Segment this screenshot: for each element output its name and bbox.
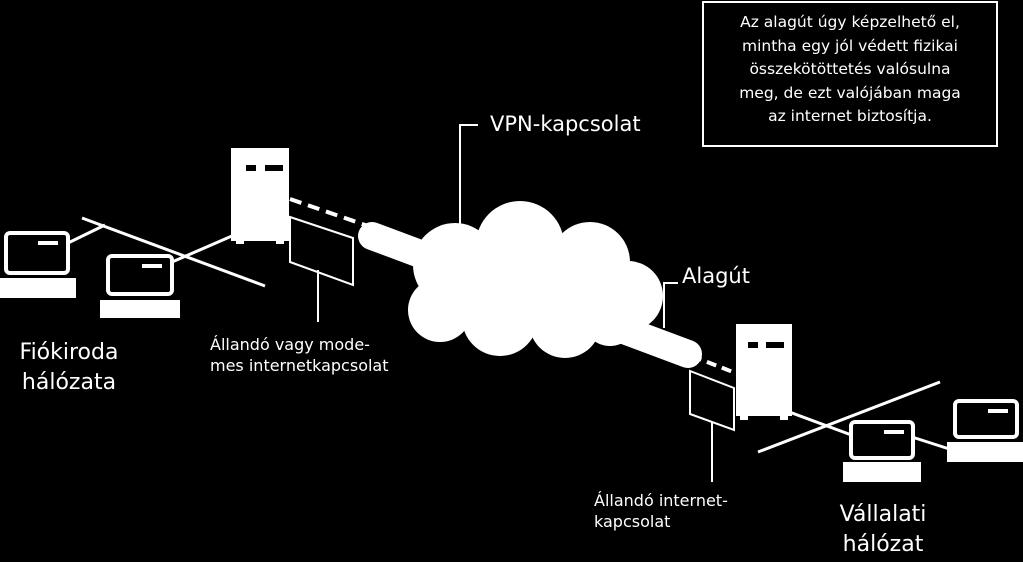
corporate-network-label: Vállalati hálózat — [830, 500, 936, 560]
branch-connection-label-line2: mes internetkapcsolat — [210, 356, 389, 375]
branch-connection-box — [289, 215, 354, 322]
corporate-connection-label-line1: Állandó internet- — [594, 491, 728, 510]
callout-line: mintha egy jól védett fizikai — [742, 36, 958, 55]
corporate-computer-1-icon — [843, 420, 921, 482]
corporate-connection-label: Állandó internet- kapcsolat — [594, 490, 728, 532]
branch-computer-2-icon — [100, 254, 180, 318]
branch-dashed-link — [289, 197, 369, 228]
branch-computer-1-icon — [0, 231, 76, 298]
corporate-computer-2-icon — [947, 399, 1023, 462]
vpn-label-bracket — [459, 124, 478, 244]
vpn-label: VPN-kapcsolat — [490, 112, 641, 136]
corporate-dashed-link — [691, 354, 739, 376]
callout-line: az internet biztosítja. — [768, 107, 932, 125]
internet-cloud-icon — [408, 201, 663, 358]
corporate-network-label-line1: Vállalati — [839, 502, 927, 527]
callout-line: Az alagút úgy képzelhető el, — [740, 13, 960, 31]
callout-line: meg, de ezt valójában maga — [739, 83, 961, 102]
branch-network-label: Fiókiroda hálózata — [14, 338, 124, 398]
branch-connection-label: Állandó vagy mode- mes internetkapcsolat — [210, 334, 389, 376]
tunnel-label-bracket — [663, 282, 678, 328]
corporate-connection-label-line2: kapcsolat — [594, 512, 671, 531]
branch-network-label-line2: hálózata — [21, 370, 117, 395]
branch-server-icon — [231, 148, 289, 244]
tunnel-explanation-callout: Az alagút úgy képzelhető el, mintha egy … — [702, 1, 998, 147]
branch-connection-label-line1: Állandó vagy mode- — [210, 335, 370, 354]
corporate-connection-box — [689, 369, 735, 482]
corporate-network-label-line2: hálózat — [842, 532, 924, 557]
branch-network-label-line1: Fiókiroda — [19, 340, 119, 365]
tunnel-label: Alagút — [682, 264, 750, 288]
corporate-server-icon — [736, 324, 792, 420]
callout-line: összekötöttetés valósulna — [749, 60, 951, 78]
